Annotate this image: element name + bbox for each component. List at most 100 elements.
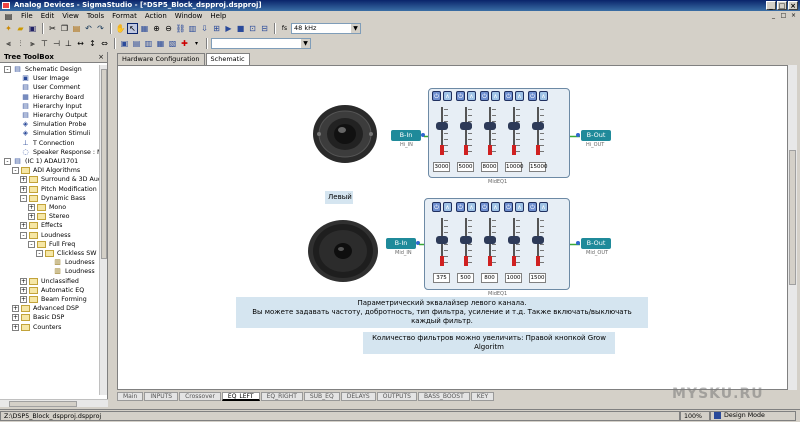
expand-icon[interactable]: + — [12, 305, 19, 313]
eq1-band-enable-icon[interactable]: ⏻ — [504, 91, 513, 101]
pointer-icon[interactable]: ↖ — [127, 23, 138, 34]
debug-icon[interactable]: ⊟ — [261, 24, 268, 33]
chevron-down-icon[interactable]: ▼ — [301, 39, 310, 48]
minimize-button[interactable]: _ — [766, 1, 776, 10]
download-icon[interactable]: ⇩ — [201, 24, 208, 33]
expand-icon[interactable]: + — [12, 323, 19, 331]
paste-icon[interactable]: ▤ — [72, 24, 81, 33]
tab-schematic[interactable]: Schematic — [205, 53, 250, 66]
zoom-out-icon[interactable]: ⊖ — [165, 24, 172, 33]
ungroup-icon[interactable]: ▥ — [144, 39, 153, 48]
eq2-frequency-field[interactable]: 375 — [433, 273, 450, 283]
page-tab-crossover[interactable]: Crossover — [179, 391, 221, 401]
eq1-slider-knob[interactable] — [484, 121, 496, 130]
menu-help[interactable]: Help — [210, 12, 227, 20]
tree-item[interactable]: -Loudness — [20, 231, 71, 240]
eq2-slider-knob[interactable] — [436, 235, 448, 244]
expand-icon[interactable]: + — [20, 185, 27, 193]
eq1-band-enable-icon[interactable]: ⏻ — [528, 91, 537, 101]
expand-icon[interactable]: + — [20, 296, 27, 303]
eq1-input-block[interactable]: B-In — [391, 130, 421, 141]
document-icon[interactable]: ▤ — [4, 12, 13, 21]
tree-item[interactable]: ◈Simulation Stimuli — [12, 129, 91, 138]
tree-item[interactable]: +Advanced DSP — [12, 304, 79, 313]
color-select[interactable]: ▼ — [211, 38, 311, 49]
expand-icon[interactable]: + — [20, 222, 27, 230]
tree-item[interactable]: -▤(IC 1) ADAU1701 — [4, 157, 78, 166]
page-tab-inputs[interactable]: INPUTS — [144, 391, 179, 401]
expand-icon[interactable]: + — [28, 204, 35, 211]
collapse-icon[interactable]: - — [4, 66, 11, 73]
eq1-slider-knob[interactable] — [532, 121, 544, 130]
bring-front-icon[interactable]: ▦ — [156, 39, 165, 48]
menu-format[interactable]: Format — [112, 12, 137, 20]
probe-icon[interactable]: ⊞ — [213, 24, 220, 33]
eq1-slider-knob[interactable] — [460, 121, 472, 130]
group-icon[interactable]: ▤ — [132, 39, 141, 48]
eq2-frequency-field[interactable]: 1500 — [529, 273, 546, 283]
eq1-slider-knob[interactable] — [436, 121, 448, 130]
align-left-icon[interactable]: ⫷ — [6, 39, 11, 48]
eq1-band-enable-icon[interactable]: ⏻ — [480, 91, 489, 101]
woofer-speaker-image[interactable] — [306, 218, 380, 284]
collapse-icon[interactable]: - — [28, 240, 35, 248]
eq1-output-block[interactable]: B-Out — [581, 130, 611, 141]
close-button[interactable]: × — [788, 1, 798, 10]
eq2-slider-knob[interactable] — [508, 235, 520, 244]
tree-item[interactable]: ◌Speaker Response : MLS — [12, 148, 100, 157]
tree-item[interactable]: +Mono — [28, 203, 66, 212]
stop-icon[interactable]: ■ — [236, 24, 245, 33]
canvas-vertical-scrollbar[interactable] — [788, 65, 797, 390]
schematic-canvas[interactable]: Левый B-In Hi_IN MidEQ1 B-Out Hi_OUT B-I… — [117, 65, 788, 390]
tree-item[interactable]: ▦Hierarchy Board — [12, 93, 84, 102]
eq2-gain-slider[interactable] — [507, 216, 521, 268]
tree-item[interactable]: -Full Freq — [28, 240, 75, 249]
collapse-icon[interactable]: - — [20, 231, 27, 239]
page-tab-eq-left[interactable]: EQ_LEFT — [221, 391, 260, 401]
eq1-frequency-field[interactable]: 5000 — [457, 162, 474, 172]
eq1-gain-slider[interactable] — [435, 105, 449, 157]
align-bottom-icon[interactable]: ⊥ — [65, 39, 72, 48]
eq2-band-type-icon[interactable]: ∧ — [491, 202, 500, 212]
eq2-frequency-field[interactable]: 500 — [457, 273, 474, 283]
send-back-icon[interactable]: ▧ — [168, 39, 177, 48]
collapse-icon[interactable]: - — [12, 167, 19, 175]
comment-eq-description[interactable]: Параметрический эквалайзер левого канала… — [236, 297, 648, 328]
expand-icon[interactable]: + — [12, 314, 19, 322]
hand-icon[interactable]: ✋ — [115, 24, 126, 33]
eq1-band-type-icon[interactable]: ∧ — [515, 91, 524, 101]
save-icon[interactable]: ▣ — [28, 24, 37, 33]
eq1-band-type-icon[interactable]: ∧ — [539, 91, 548, 101]
eq2-band-type-icon[interactable]: ∧ — [467, 202, 476, 212]
page-tab-bass-boost[interactable]: BASS_BOOST — [417, 391, 470, 401]
tree-horizontal-scrollbar[interactable] — [0, 399, 108, 407]
page-tab-key[interactable]: KEY — [470, 391, 495, 401]
eq1-band-type-icon[interactable]: ∧ — [491, 91, 500, 101]
eq2-band-enable-icon[interactable]: ⏻ — [480, 202, 489, 212]
tree-vertical-scrollbar[interactable] — [99, 65, 107, 395]
comment-grow-hint[interactable]: Количество фильтров можно увеличить: Пра… — [363, 332, 615, 354]
same-width-icon[interactable]: ↔ — [77, 39, 84, 48]
tree-item[interactable]: +Stereo — [28, 212, 70, 221]
expand-icon[interactable]: + — [20, 286, 27, 294]
page-tab-sub-eq[interactable]: SUB_EQ — [303, 391, 340, 401]
run-icon[interactable]: ▶ — [225, 24, 232, 33]
eq1-gain-slider[interactable] — [483, 105, 497, 157]
eq2-band-type-icon[interactable]: ∧ — [515, 202, 524, 212]
tree-item[interactable]: +Surround & 3D Audio — [20, 175, 100, 184]
eq2-band-enable-icon[interactable]: ⏻ — [432, 202, 441, 212]
eq1-band-enable-icon[interactable]: ⏻ — [432, 91, 441, 101]
menu-edit[interactable]: Edit — [40, 12, 55, 20]
eq1-band-type-icon[interactable]: ∧ — [443, 91, 452, 101]
eq2-frequency-field[interactable]: 800 — [481, 273, 498, 283]
eq2-band-enable-icon[interactable]: ⏻ — [504, 202, 513, 212]
eq1-frequency-field[interactable]: 8000 — [481, 162, 498, 172]
undo-icon[interactable]: ↶ — [85, 24, 92, 33]
eq2-output-block[interactable]: B-Out — [581, 238, 611, 249]
sample-rate-select[interactable]: 48 kHz ▼ — [291, 23, 361, 34]
tab-hardware-configuration[interactable]: Hardware Configuration — [117, 53, 205, 65]
eq1-frequency-field[interactable]: 10000 — [505, 162, 524, 172]
eq2-gain-slider[interactable] — [459, 216, 473, 268]
eq2-slider-knob[interactable] — [484, 235, 496, 244]
tree-item[interactable]: ⊥T Connection — [12, 139, 74, 148]
